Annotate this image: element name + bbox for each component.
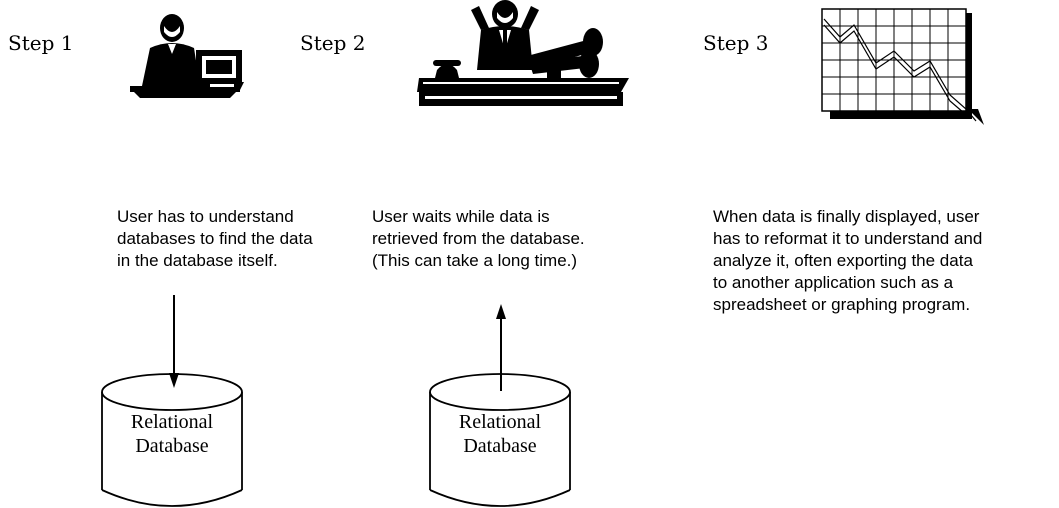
step-3-description-line: analyze it, often exporting the data	[713, 251, 973, 270]
step-1-description: User has to understand databases to find…	[117, 206, 313, 272]
person-at-computer-icon	[130, 14, 244, 98]
database-label: Relational Database	[428, 410, 572, 458]
database-label: Relational Database	[100, 410, 244, 458]
relational-database-cylinder	[429, 373, 571, 507]
step-1-label: Step 1	[8, 31, 74, 55]
database-label-line: Relational	[130, 411, 214, 433]
arrow-down-to-database	[169, 295, 179, 388]
database-label-line: Database	[463, 435, 537, 457]
relational-database-cylinder	[101, 373, 243, 507]
declining-line-chart-icon	[821, 8, 984, 125]
database-label-line: Relational	[458, 411, 542, 433]
step-3-label: Step 3	[703, 31, 769, 55]
step-1-description-line: User has to understand	[117, 207, 294, 226]
step-3-description: When data is finally displayed, user has…	[713, 206, 982, 316]
database-label-line: Database	[135, 435, 209, 457]
step-2-description-line: User waits while data is	[372, 207, 550, 226]
step-3-description-line: spreadsheet or graphing program.	[713, 295, 971, 314]
step-3-description-line: has to reformat it to understand and	[713, 229, 983, 248]
step-2-description-line: retrieved from the database.	[372, 229, 585, 248]
arrow-up-from-database	[496, 304, 506, 391]
step-2-description: User waits while data is retrieved from …	[372, 206, 585, 272]
person-waiting-at-desk-icon	[417, 0, 629, 106]
step-1-description-line: databases to find the data	[117, 229, 313, 248]
step-1-description-line: in the database itself.	[117, 251, 278, 270]
step-2-label: Step 2	[300, 31, 366, 55]
step-3-description-line: When data is finally displayed, user	[713, 207, 980, 226]
step-3-description-line: to another application such as a	[713, 273, 954, 292]
step-2-description-line: (This can take a long time.)	[372, 251, 578, 270]
